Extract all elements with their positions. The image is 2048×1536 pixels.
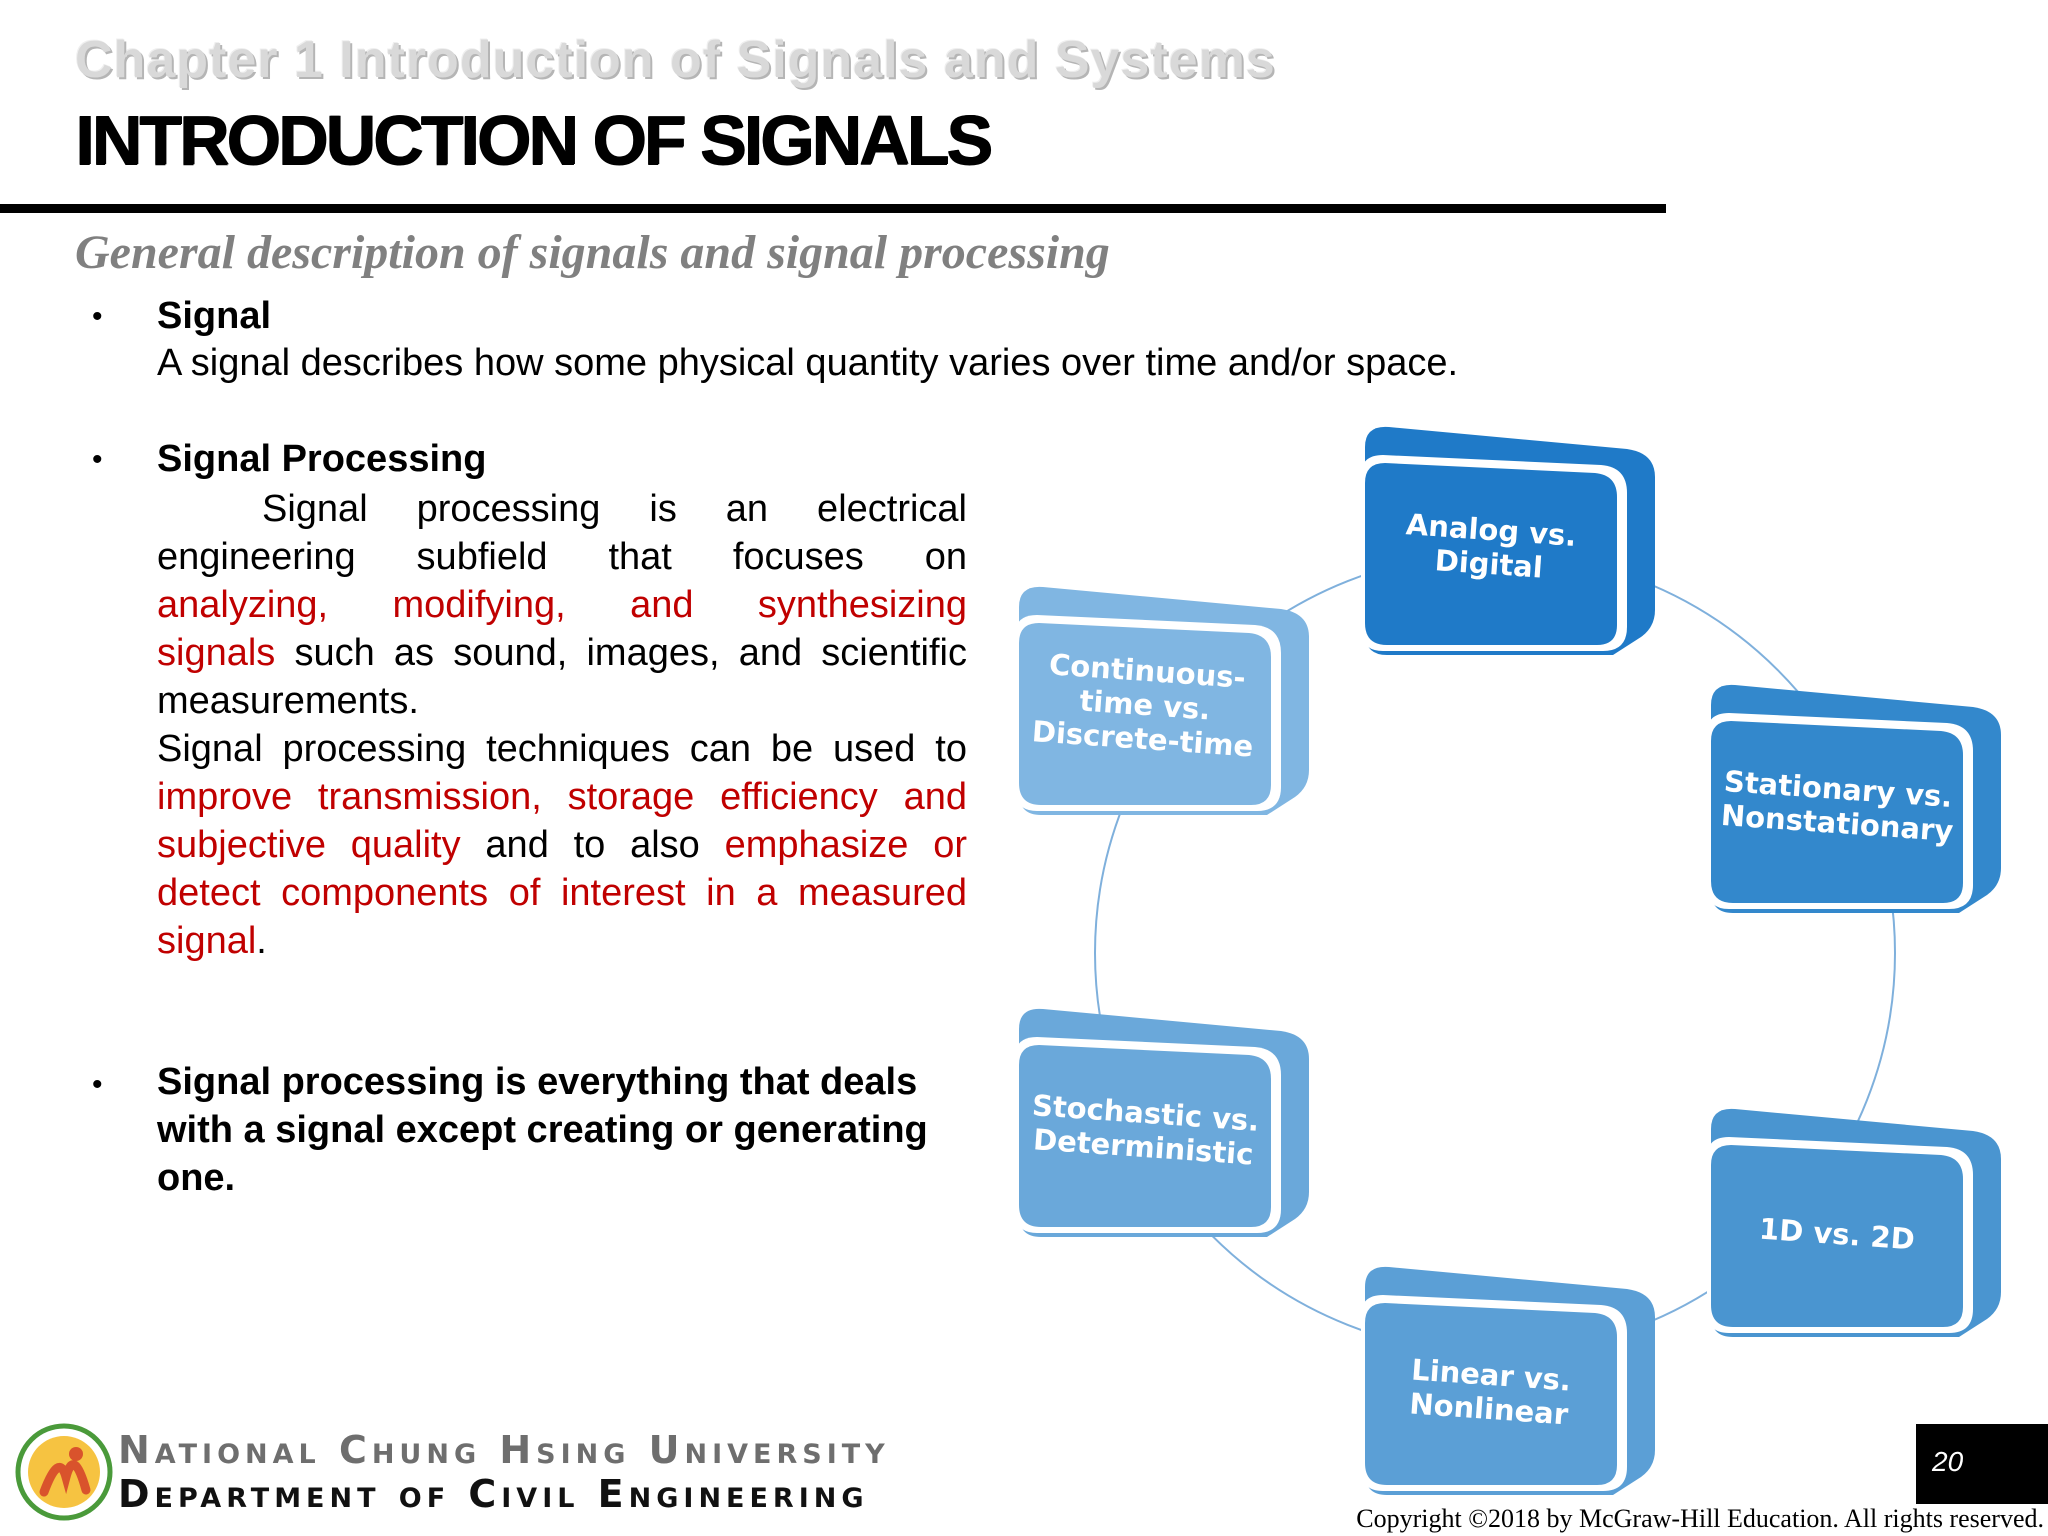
signal-processing-heading: Signal Processing [157, 438, 487, 480]
department-name: Department of Civil Engineering [118, 1472, 869, 1516]
title-divider [0, 204, 1666, 213]
bullet-marker: • [92, 443, 103, 476]
page-number-box [1916, 1424, 2048, 1504]
bullet-marker: • [92, 1068, 103, 1101]
slide-title: INTRODUCTION OF SIGNALS [75, 101, 993, 179]
university-name: National Chung Hsing University [118, 1428, 890, 1472]
processing-statement: Signal processing is everything that dea… [157, 1061, 928, 1199]
slide-subtitle: General description of signals and signa… [75, 226, 1110, 279]
signal-heading: Signal [157, 295, 272, 337]
copyright-notice: Copyright ©2018 by McGraw-Hill Education… [1356, 1504, 2044, 1533]
bullet-marker: • [92, 300, 103, 333]
chapter-heading: Chapter 1 Introduction of Signals and Sy… [75, 31, 1276, 89]
page-number: 20 [1932, 1446, 1964, 1477]
university-logo-icon [15, 1423, 113, 1521]
signal-definition: A signal describes how some physical qua… [157, 342, 1459, 384]
continuous-vs-discrete-label: Continuous- time vs. Discrete-time [1030, 647, 1255, 764]
